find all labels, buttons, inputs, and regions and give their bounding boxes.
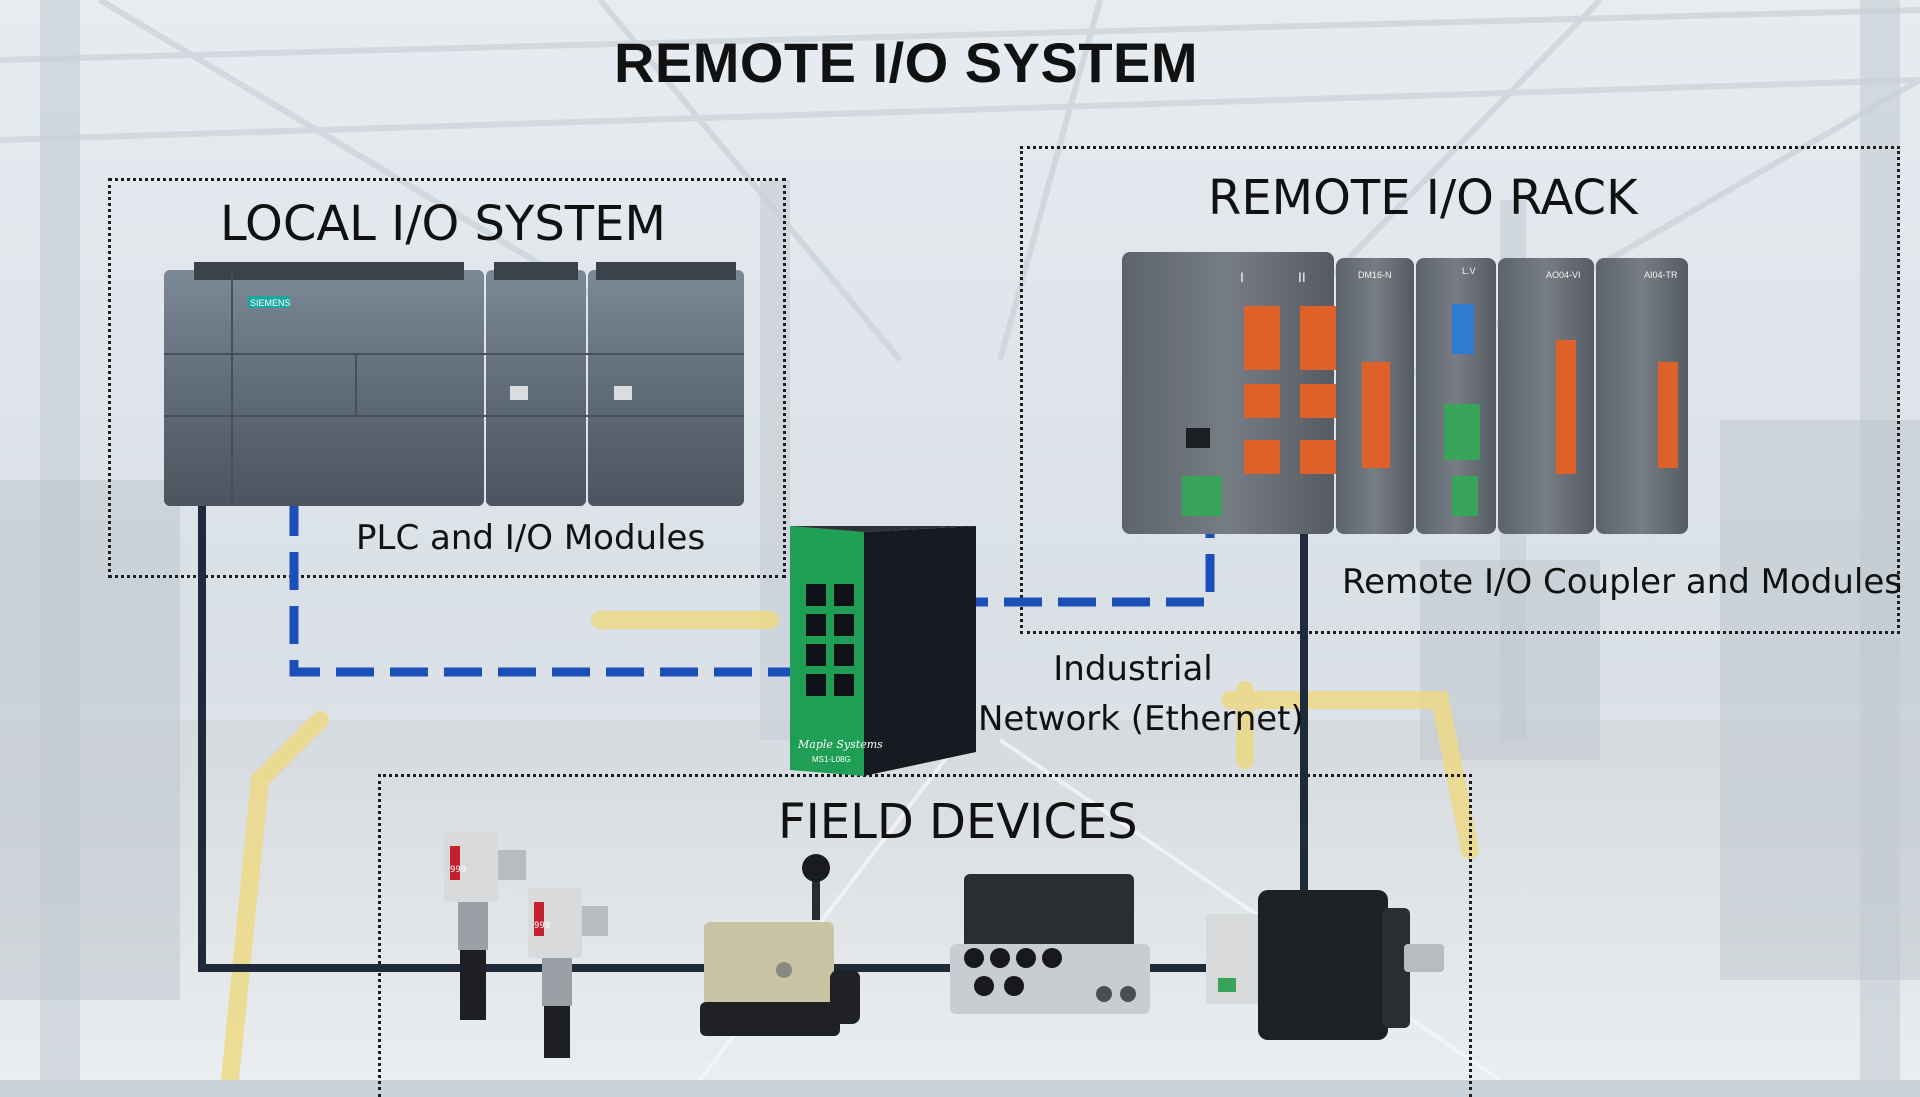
remote-io-group: [1020, 146, 1900, 634]
module-dm16-label: DM16-N: [1358, 270, 1392, 280]
industrial-network-label: Industrial Network (Ethernet): [978, 644, 1304, 744]
limit-switch: [700, 854, 860, 1036]
plc-io-modules: SIEMENS: [164, 262, 744, 506]
plc-brand-label: SIEMENS: [250, 298, 291, 308]
coupler-slot-1-label: I: [1240, 269, 1244, 285]
network-label-line-2: Network (Ethernet): [978, 699, 1304, 739]
module-ai04-label: AI04-TR: [1644, 270, 1678, 280]
plc-to-switch-ethernet: [289, 498, 822, 677]
ethernet-switch: Maple Systems MS1-L08G: [790, 526, 976, 776]
local-field-wire: [198, 500, 1300, 972]
sensor-display-2: 999: [534, 921, 550, 931]
remote-modules-caption: Remote I/O Coupler and Modules: [1342, 562, 1902, 602]
solenoid-valve-manifold: [950, 874, 1150, 1014]
remote-io-title: REMOTE I/O RACK: [1208, 170, 1638, 226]
field-devices-group: [378, 774, 1472, 1097]
switch-model-label: MS1-L08G: [812, 755, 851, 764]
local-io-title: LOCAL I/O SYSTEM: [220, 196, 666, 252]
network-label-line-1: Industrial: [1053, 649, 1213, 689]
photoelectric-sensors: 999 999: [444, 832, 608, 1058]
sensor-display-1: 999: [450, 865, 466, 875]
remote-io-rack-hardware: I II DM16-N L.V AO04-VI AI04-TR: [1122, 252, 1688, 534]
module-ao04-label: AO04-VI: [1546, 270, 1581, 280]
coupler-slot-2-label: II: [1298, 269, 1306, 285]
diagram-title: REMOTE I/O SYSTEM: [613, 31, 1199, 94]
plc-modules-caption: PLC and I/O Modules: [356, 518, 706, 558]
field-devices-title: FIELD DEVICES: [778, 794, 1138, 850]
local-io-group: [108, 178, 786, 578]
switch-brand-label: Maple Systems: [797, 738, 883, 751]
servo-motor: [1206, 890, 1444, 1040]
module-lv-label: L.V: [1462, 266, 1476, 276]
